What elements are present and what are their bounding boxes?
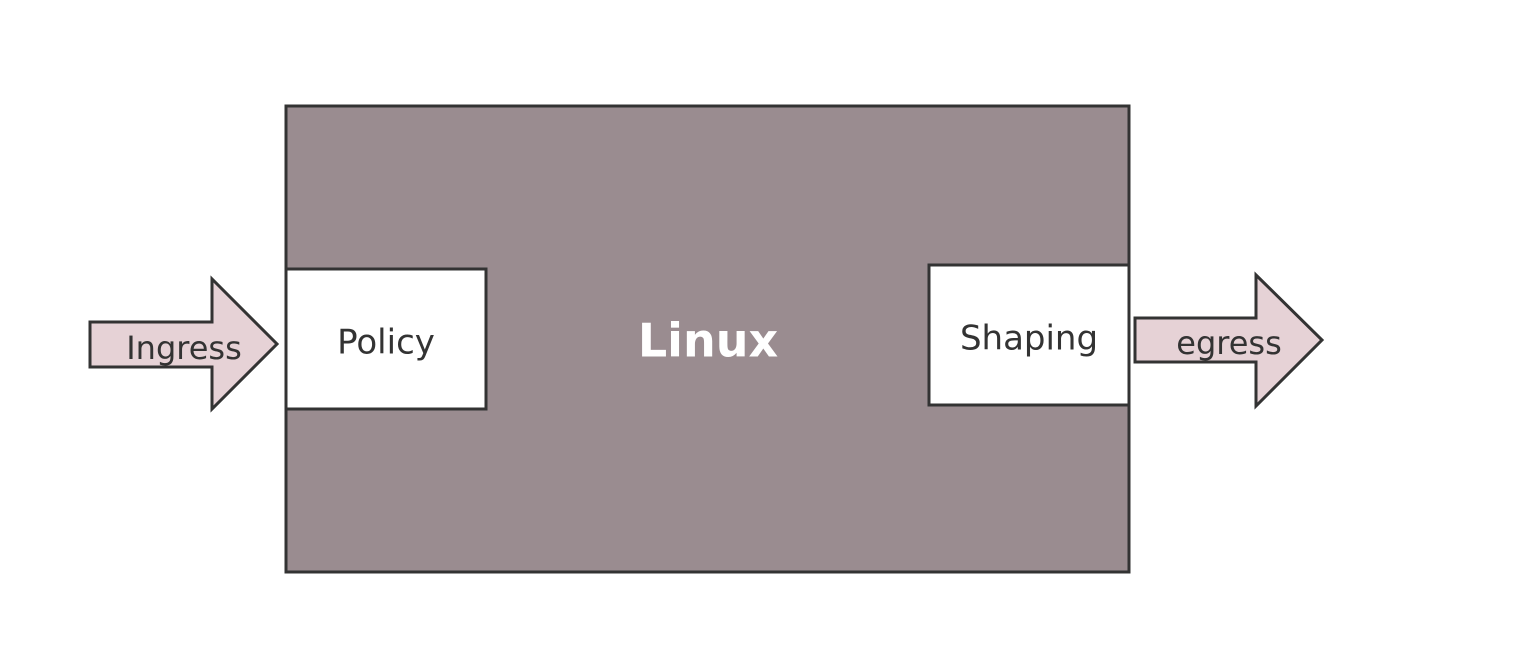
egress-arrow <box>1133 271 1325 410</box>
policy-label: Policy <box>337 323 435 363</box>
egress-label: egress <box>1176 324 1281 362</box>
shaping-box <box>927 263 1131 407</box>
linux-label: Linux <box>638 314 778 368</box>
shaping-label: Shaping <box>960 319 1098 359</box>
policy-box <box>284 267 488 411</box>
ingress-arrow <box>88 275 280 413</box>
ingress-label: Ingress <box>126 329 242 367</box>
